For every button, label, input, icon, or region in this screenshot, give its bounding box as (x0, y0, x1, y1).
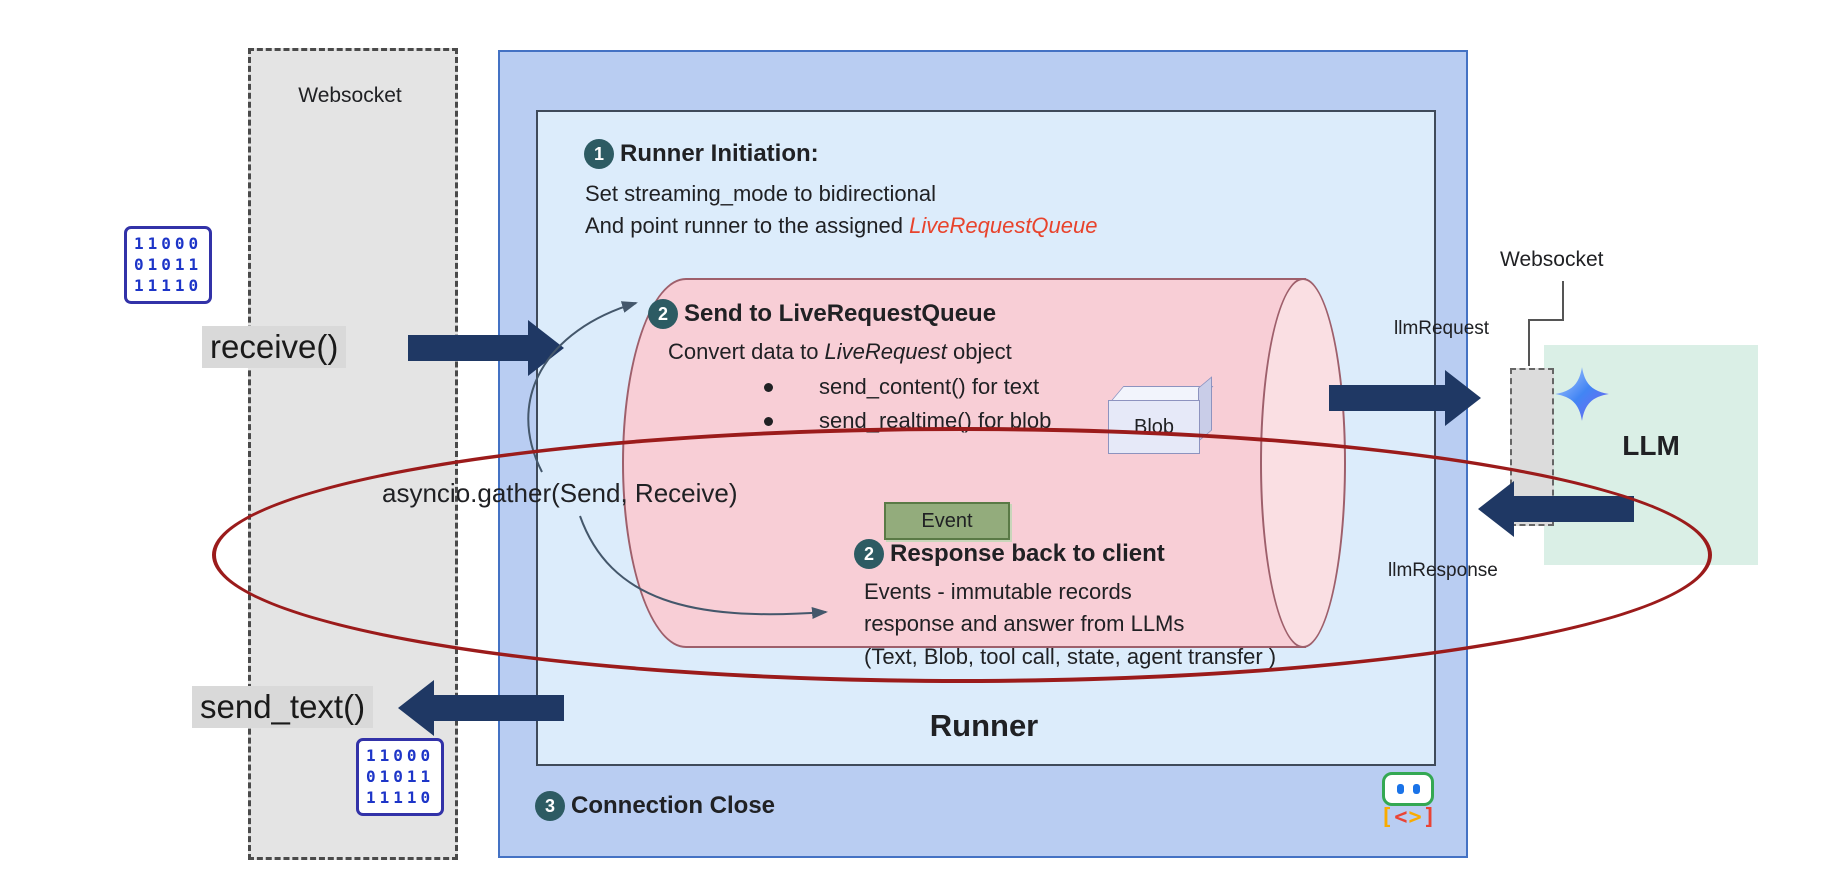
blob-box-front-face: Blob (1108, 400, 1200, 454)
blob-box: Blob (1102, 376, 1214, 454)
convert-prefix: Convert data to (668, 339, 825, 364)
live-request-ref: LiveRequest (824, 339, 947, 364)
bullet-icon (764, 382, 773, 392)
binary-data-icon: 11000 01011 11110 (356, 738, 445, 817)
robot-code-icon: [<>] (1380, 805, 1437, 830)
receive-arrow (408, 320, 564, 376)
binary-row: 11110 (134, 275, 203, 295)
binary-row: 01011 (134, 254, 203, 274)
gemini-sparkle-icon (1555, 367, 1609, 421)
step2-send-title: Send to LiveRequestQueue (684, 300, 997, 327)
bracket-right: ] (1422, 805, 1437, 830)
llm-request-arrow (1329, 370, 1481, 426)
response-line2: response and answer from LLMs (864, 611, 1185, 636)
send-text-call-label: send_text() (192, 686, 374, 728)
step2-response-badge: 2 (854, 539, 884, 569)
binary-row: 01011 (366, 766, 435, 786)
step3-badge: 3 (535, 791, 565, 821)
binary-row: 11000 (366, 746, 435, 765)
response-line1: Events - immutable records (864, 579, 1132, 604)
convert-suffix: object (946, 339, 1012, 364)
send-arrow (398, 680, 564, 736)
step1-badge: 1 (584, 139, 614, 169)
llm-request-label: llmRequest (1394, 318, 1490, 339)
receive-call-label: receive() (202, 326, 347, 368)
llm-response-label: llmResponse (1388, 560, 1498, 581)
websocket-right-label: Websocket (1500, 248, 1604, 271)
arrow-shaft (1329, 385, 1445, 411)
asyncio-gather-label: asyncio.gather(Send, Receive) (382, 478, 738, 508)
websocket-panel-title: Websocket (298, 84, 402, 107)
robot-head-icon (1382, 772, 1434, 806)
binary-row: 11000 (134, 234, 203, 253)
bracket-left: [ (1380, 805, 1395, 830)
bullet-send-realtime: send_realtime() for blob (764, 408, 1051, 434)
convert-line: Convert data to LiveRequest object (668, 339, 1012, 365)
bullet-text: send_content() for text (819, 374, 1040, 399)
event-box: Event (884, 502, 1010, 540)
bullet-icon (764, 416, 773, 426)
binary-data-icon: 11000 01011 11110 (124, 226, 213, 305)
robot-eye-icon (1412, 784, 1420, 794)
bullet-text: send_realtime() for blob (819, 408, 1052, 433)
arrow-head (528, 320, 564, 376)
step1-title: Runner Initiation: (620, 140, 819, 167)
step3-title: Connection Close (571, 792, 776, 819)
arrow-head (1445, 370, 1481, 426)
response-line3: (Text, Blob, tool call, state, agent tra… (864, 644, 1277, 669)
step1-line1: Set streaming_mode to bidirectional (585, 181, 936, 206)
live-request-queue-cylinder-cap (1260, 278, 1346, 648)
llm-title: LLM (1622, 430, 1680, 461)
angle-left: < (1394, 805, 1409, 830)
adk-robot-icon: [<>] (1380, 772, 1436, 830)
arrow-shaft (408, 335, 528, 361)
step1-line2: And point runner to the assigned LiveReq… (585, 213, 1097, 239)
angle-right: > (1408, 805, 1423, 830)
arrow-head (398, 680, 434, 736)
live-request-queue-ref: LiveRequestQueue (909, 213, 1098, 238)
step1-line2-prefix: And point runner to the assigned (585, 213, 910, 238)
arrow-shaft (434, 695, 564, 721)
robot-eye-icon (1396, 784, 1404, 794)
llm-response-arrow (1478, 481, 1634, 537)
bullet-send-content: send_content() for text (764, 374, 1039, 400)
step2-send-badge: 2 (648, 299, 678, 329)
runner-title: Runner (929, 708, 1039, 743)
binary-row: 11110 (366, 787, 435, 807)
step2-response-title: Response back to client (890, 540, 1165, 567)
arrow-shaft (1514, 496, 1634, 522)
blob-box-side-face (1198, 376, 1212, 442)
arrow-head (1478, 481, 1514, 537)
